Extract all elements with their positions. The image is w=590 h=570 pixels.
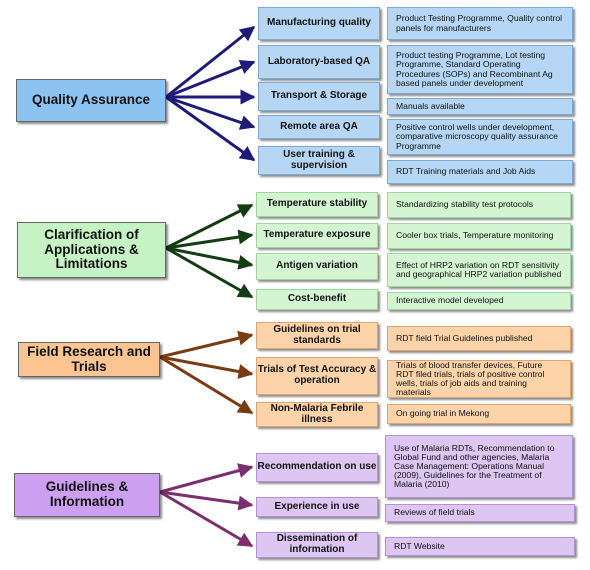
recommendation-on-use-box: Recommendation on use <box>256 453 378 482</box>
trials-of-test-accuracy-label: Trials of Test Accuracy & operation <box>257 364 377 386</box>
arrow-to-experience-in-use <box>159 490 254 511</box>
remote-area-qa-label: Remote area QA <box>280 120 358 132</box>
guidelines-on-trial-detail: RDT field Trial Guidelines published <box>396 332 533 343</box>
guidelines-arrows <box>159 463 254 548</box>
recommendation-on-use-label: Recommendation on use <box>257 461 377 473</box>
guidelines-on-trial-box: Guidelines on trial standards <box>256 322 378 349</box>
cost-benefit-detail-box: Interactive model developed <box>387 292 571 310</box>
temperature-stability-detail-box: Standardizing stability test protocols <box>387 192 571 218</box>
transport-storage-detail-box: Manuals available <box>387 98 573 115</box>
arrow-to-non-malaria-febrile <box>159 355 254 415</box>
manufacturing-quality-detail: Product Testing Programme, Quality contr… <box>396 13 563 33</box>
dissemination-label: Dissemination of information <box>276 533 358 555</box>
temperature-exposure-detail: Cooler box trials, Temperature monitorin… <box>396 230 554 241</box>
experience-in-use-detail-box: Reviews of field trials <box>385 504 575 522</box>
non-malaria-febrile-detail-box: On going trial in Mekong <box>387 404 571 424</box>
guidelines-information-title: Guidelines & Information <box>45 479 129 509</box>
user-training-label: User training & supervision <box>283 148 355 171</box>
dissemination-detail-box: RDT Website <box>385 537 575 556</box>
trials-of-test-accuracy-detail-box: Trials of blood transfer devices, Future… <box>387 360 571 398</box>
arrow-to-guidelines-on-trial <box>159 330 254 359</box>
arrow-to-trials-of-test-accuracy <box>159 355 254 379</box>
non-malaria-febrile-box: Non-Malaria Febrile illness <box>256 402 378 427</box>
cost-benefit-detail: Interactive model developed <box>396 295 504 306</box>
cost-benefit-box: Cost-benefit <box>256 289 378 310</box>
user-training-detail-box: RDT Training materials and Job Aids <box>387 160 573 184</box>
laboratory-based-qa-detail-box: Product testing Programme, Lot testing P… <box>387 45 573 94</box>
clarification-arrows <box>165 203 254 299</box>
manufacturing-quality-label: Manufacturing quality <box>267 17 371 29</box>
user-training-detail: RDT Training materials and Job Aids <box>396 166 536 177</box>
arrow-to-user-training <box>165 95 256 162</box>
non-malaria-febrile-detail: On going trial in Mekong <box>396 408 490 419</box>
clarification-title: Clarification of Applications & Limitati… <box>44 227 139 272</box>
transport-storage-label: Transport & Storage <box>270 90 368 102</box>
guidelines-on-trial-detail-box: RDT field Trial Guidelines published <box>387 326 571 351</box>
guidelines-information-box: Guidelines & Information <box>14 473 160 517</box>
arrow-to-antigen-variation <box>165 246 254 270</box>
arrow-to-temperature-stability <box>165 203 254 250</box>
cost-benefit-label: Cost-benefit <box>287 293 347 305</box>
arrow-to-dissemination <box>159 490 254 548</box>
antigen-variation-label: Antigen variation <box>276 260 358 272</box>
remote-area-qa-box: Remote area QA <box>258 115 380 139</box>
clarification-box: Clarification of Applications & Limitati… <box>17 222 166 278</box>
antigen-variation-detail-box: Effect of HRP2 variation on RDT sensitiv… <box>387 253 571 287</box>
remote-area-qa-detail: Positive control wells under development… <box>396 122 558 151</box>
recommendation-on-use-detail: Use of Malaria RDTs, Recommendation to G… <box>394 442 555 490</box>
arrow-to-cost-benefit <box>165 246 254 299</box>
quality-assurance-title: Quality Assurance <box>31 92 151 108</box>
arrow-to-temperature-exposure <box>165 229 254 250</box>
laboratory-based-qa-label: Laboratory-based QA <box>267 55 371 67</box>
temperature-stability-label: Temperature stability <box>266 198 368 210</box>
dissemination-detail: RDT Website <box>394 540 445 551</box>
arrow-to-recommendation-on-use <box>159 463 254 494</box>
non-malaria-febrile-label: Non-Malaria Febrile illness <box>270 402 364 425</box>
recommendation-on-use-detail-box: Use of Malaria RDTs, Recommendation to G… <box>385 435 573 498</box>
dissemination-box: Dissemination of information <box>256 532 378 558</box>
temperature-stability-box: Temperature stability <box>256 192 378 217</box>
transport-storage-box: Transport & Storage <box>258 82 380 111</box>
user-training-box: User training & supervision <box>258 146 380 175</box>
trials-of-test-accuracy-box: Trials of Test Accuracy & operation <box>256 357 378 395</box>
field-research-title: Field Research and Trials <box>27 343 151 374</box>
antigen-variation-detail: Effect of HRP2 variation on RDT sensitiv… <box>396 259 562 279</box>
antigen-variation-box: Antigen variation <box>256 253 378 280</box>
arrow-to-remote-area-qa <box>165 95 256 130</box>
arrow-to-laboratory-based-qa <box>165 60 256 99</box>
quality-assurance-arrows <box>165 25 256 162</box>
arrow-to-manufacturing-quality <box>165 25 256 99</box>
temperature-exposure-label: Temperature exposure <box>263 229 371 241</box>
field-research-box: Field Research and Trials <box>18 342 160 377</box>
remote-area-qa-detail-box: Positive control wells under development… <box>387 119 573 155</box>
experience-in-use-box: Experience in use <box>256 497 378 517</box>
temperature-stability-detail: Standardizing stability test protocols <box>396 199 534 210</box>
quality-assurance-box: Quality Assurance <box>16 79 166 122</box>
laboratory-based-qa-box: Laboratory-based QA <box>258 45 380 79</box>
temperature-exposure-box: Temperature exposure <box>256 223 378 248</box>
guidelines-on-trial-label: Guidelines on trial standards <box>273 323 361 346</box>
laboratory-based-qa-detail: Product testing Programme, Lot testing P… <box>396 50 553 88</box>
experience-in-use-label: Experience in use <box>274 500 360 512</box>
temperature-exposure-detail-box: Cooler box trials, Temperature monitorin… <box>387 223 571 249</box>
trials-of-test-accuracy-detail: Trials of blood transfer devices, Future… <box>396 359 545 398</box>
transport-storage-detail: Manuals available <box>396 100 465 111</box>
manufacturing-quality-box: Manufacturing quality <box>258 7 380 40</box>
manufacturing-quality-detail-box: Product Testing Programme, Quality contr… <box>387 7 573 40</box>
field-research-arrows <box>159 330 254 415</box>
experience-in-use-detail: Reviews of field trials <box>394 507 475 518</box>
